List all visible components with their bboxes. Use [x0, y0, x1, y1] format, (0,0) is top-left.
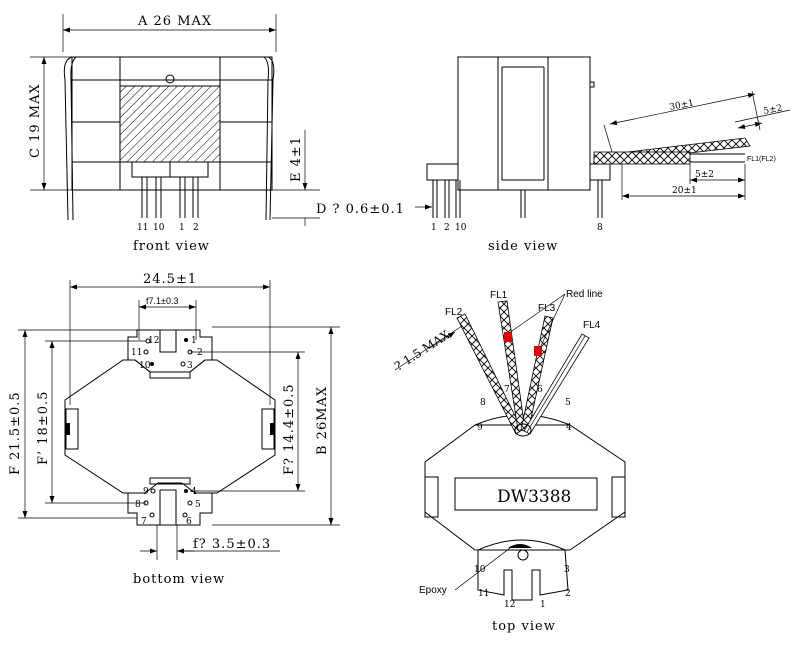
- dim-c-height: C 19 MAX: [28, 83, 43, 158]
- bottom-pin-7: 7: [141, 517, 147, 527]
- dim-f144: F? 14.4±0.5: [282, 383, 297, 475]
- bottom-pin-2: 2: [197, 348, 203, 358]
- dim-f71: f7.1±0.3: [146, 296, 178, 306]
- bottom-pin-12: 12: [148, 336, 159, 346]
- top-pin-6: 6: [537, 385, 543, 395]
- bottom-pin-11: 11: [131, 348, 142, 358]
- side-pin-10: 10: [455, 223, 467, 233]
- fl-tag: FL1(FL2): [747, 156, 776, 163]
- dim-a-width: A 26 MAX: [137, 14, 212, 29]
- front-pin-10: 10: [153, 223, 165, 233]
- label-fl3: FL3: [538, 303, 556, 314]
- top-pin-8: 8: [480, 398, 486, 408]
- front-view-label: front view: [133, 239, 210, 254]
- dim-lead-20: 20±1: [672, 186, 697, 196]
- top-pin-11: 11: [478, 589, 489, 599]
- dim-d-pin: D ? 0.6±0.1: [316, 202, 405, 217]
- label-fl2: FL2: [445, 307, 463, 318]
- bottom-pin-3: 3: [187, 361, 193, 371]
- side-view: 1 2 10 8 FL1(FL2) 30±1 5±2 5±2 20±1 side…: [426, 56, 791, 254]
- dim-f215: F 21.5±0.5: [8, 391, 23, 475]
- dim-f18: F’ 18±0.5: [36, 391, 51, 465]
- bottom-pin-8: 8: [135, 500, 141, 510]
- front-view: A 26 MAX C 19 MAX 11 10: [28, 14, 432, 254]
- top-pin-2: 2: [565, 589, 571, 599]
- top-pin-10: 10: [474, 565, 486, 575]
- dim-width-245: 24.5±1: [143, 272, 197, 287]
- top-pin-5: 5: [565, 398, 571, 408]
- top-pin-12: 12: [504, 600, 515, 610]
- bottom-view-label: bottom view: [133, 572, 225, 587]
- top-view: DW3388 Epoxy 8 7 6 5 9 4 10 3 11 12 1 2 …: [392, 289, 626, 634]
- top-pin-1: 1: [540, 600, 546, 610]
- bottom-pin-10: 10: [139, 361, 151, 371]
- side-pin-8: 8: [597, 223, 603, 233]
- lead-fl4: [523, 333, 590, 435]
- red-line-label: Red line: [566, 289, 603, 300]
- top-pin-4: 4: [566, 423, 572, 433]
- dim-b26: B 26MAX: [315, 386, 330, 455]
- side-pin-2: 2: [444, 223, 450, 233]
- bottom-pin-5: 5: [195, 500, 201, 510]
- side-pin-1: 1: [431, 223, 437, 233]
- bottom-pin-9: 9: [143, 487, 149, 497]
- label-fl1: FL1: [490, 290, 508, 301]
- side-view-label: side view: [488, 239, 558, 254]
- dim-lead-30: 30±1: [669, 98, 695, 113]
- label-fl4: FL4: [583, 320, 601, 331]
- dim-f35: f? 3.5±0.3: [193, 537, 271, 552]
- bottom-view: 24.5±1 f7.1±0.3 12 1 11 2 10 3 9 4: [8, 272, 340, 587]
- dim-d15: ? 1.5 MAX: [392, 327, 453, 373]
- bottom-pin-4: 4: [191, 487, 197, 497]
- dim-e-pin: E 4±1: [289, 136, 304, 182]
- bottom-pin-1: 1: [191, 336, 197, 346]
- red-marker-fl3: [534, 346, 542, 356]
- red-marker-fl1: [504, 332, 512, 342]
- part-number-box: [454, 477, 598, 511]
- dim-lead-5-top: 5±2: [763, 104, 784, 117]
- top-pin-7: 7: [504, 385, 510, 395]
- top-view-label: top view: [492, 619, 556, 634]
- front-pin-1: 1: [179, 223, 185, 233]
- part-number: DW3388: [497, 487, 571, 507]
- epoxy-label: Epoxy: [419, 585, 447, 596]
- top-pin-9: 9: [477, 423, 483, 433]
- dim-lead-5-bottom: 5±2: [695, 170, 714, 180]
- front-pin-11: 11: [137, 223, 148, 233]
- front-pin-2: 2: [193, 223, 199, 233]
- bottom-pin-6: 6: [186, 517, 192, 527]
- top-pin-3: 3: [564, 565, 570, 575]
